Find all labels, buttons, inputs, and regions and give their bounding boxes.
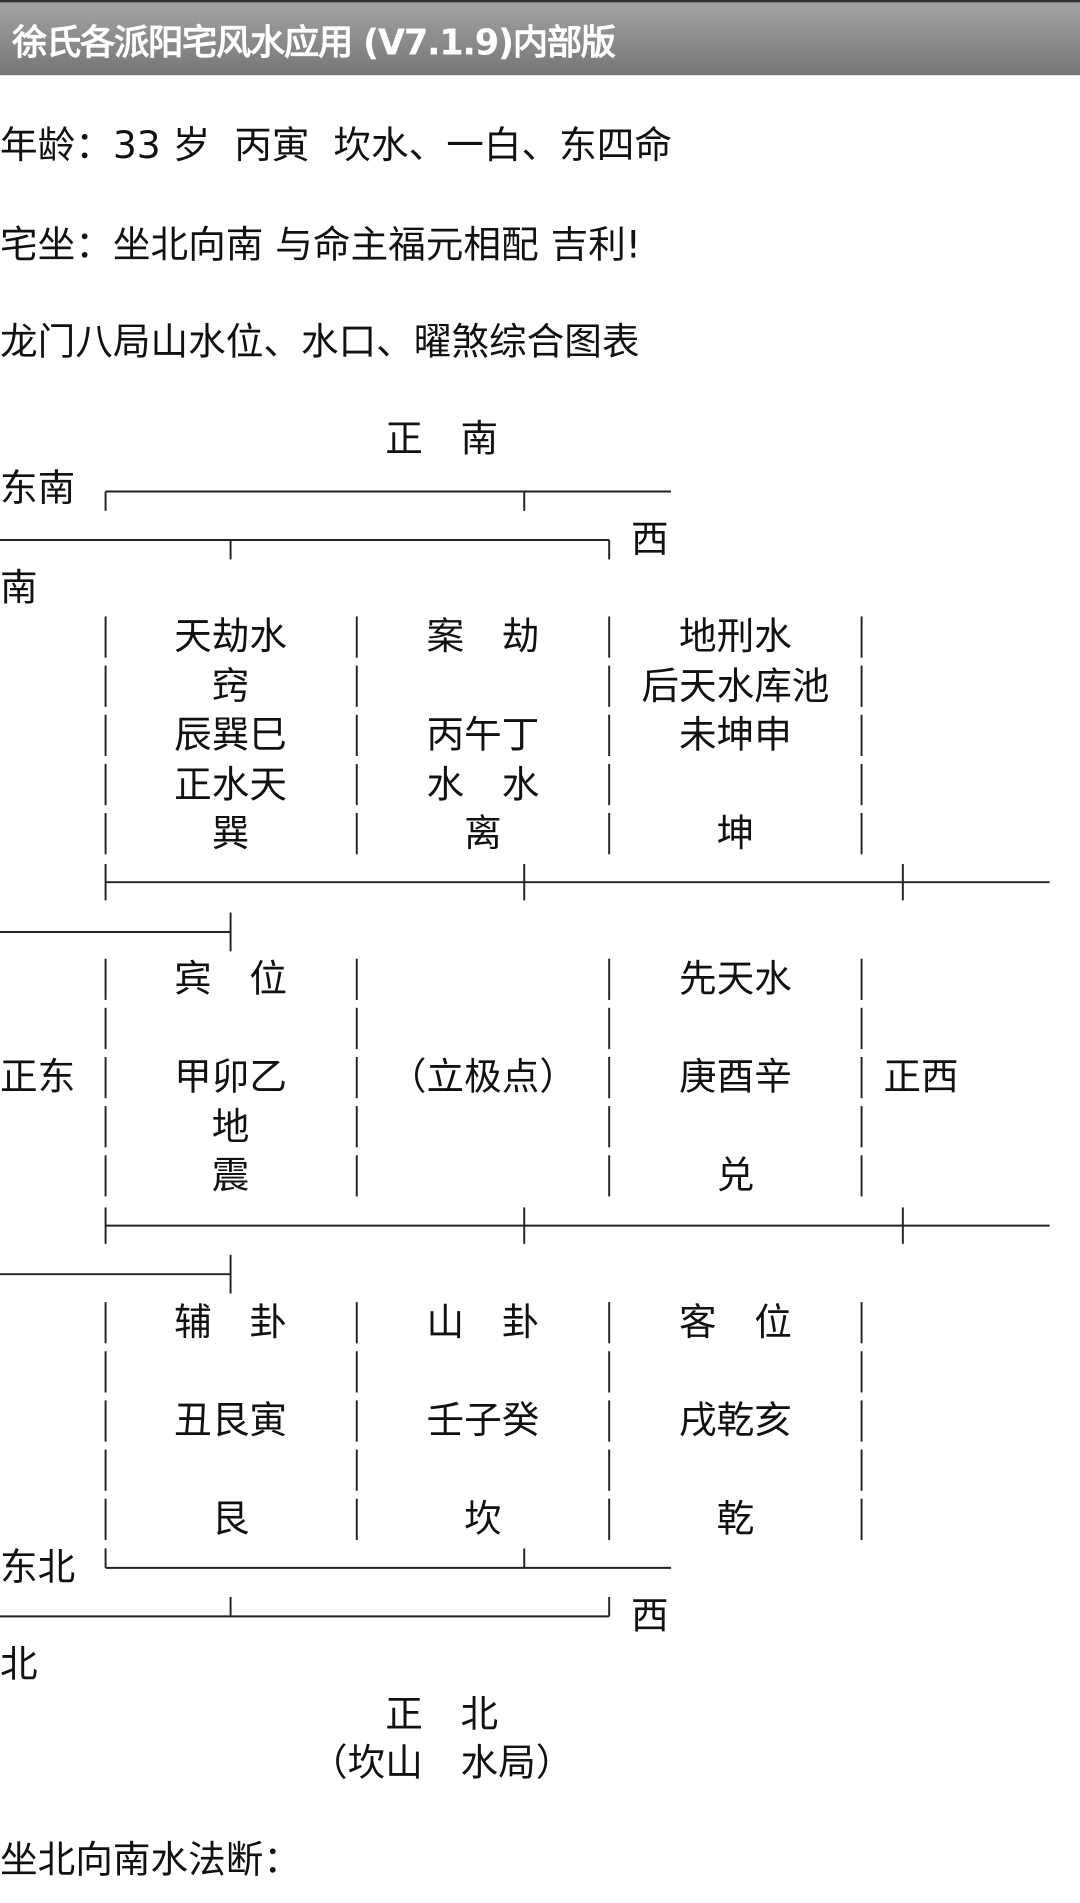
- label-east: 正东: [0, 1055, 76, 1100]
- grid-cell-top: 水 水: [426, 762, 540, 807]
- grid-cell-middle: 先天水: [678, 957, 792, 1002]
- grid-cell-bottom: 山 卦: [426, 1300, 540, 1345]
- grid-cell-bottom: 辅 卦: [174, 1300, 287, 1345]
- grid-cell-bottom: 壬子癸: [426, 1399, 540, 1443]
- grid-cell-middle: 庚酉辛: [678, 1055, 792, 1100]
- label-southeast: 东南: [0, 467, 76, 511]
- grid-cell-middle: （立极点）: [388, 1055, 578, 1100]
- water-method-heading: 坐北向南水法断：: [0, 1838, 301, 1883]
- label-north: 正 北: [385, 1692, 499, 1737]
- grid-cell-middle: 震: [211, 1154, 250, 1198]
- grid-cell-top: 天劫水: [174, 615, 287, 659]
- label-west: 正西: [883, 1055, 959, 1100]
- label-northeast: 东北: [0, 1545, 76, 1590]
- grid-cell-top: 未坤申: [678, 713, 792, 758]
- age-line: 年龄：33 岁 丙寅 坎水、一白、东四命: [0, 123, 672, 168]
- grid-cell-bottom: 坎: [464, 1497, 502, 1542]
- label-northwest-west: 西: [631, 1594, 669, 1639]
- label-southeast-south: 南: [0, 566, 38, 611]
- grid-cell-middle: 地: [211, 1104, 250, 1149]
- label-north-note: （坎山 水局）: [310, 1741, 574, 1786]
- label-south: 正 南: [385, 417, 499, 462]
- grid-cell-top: 窍: [211, 664, 250, 709]
- grid-cell-top: 辰巽巳: [174, 713, 287, 758]
- grid-cell-middle: 兑: [716, 1154, 755, 1198]
- label-northeast-north: 北: [0, 1643, 38, 1687]
- grid-cell-top: 丙午丁: [426, 713, 540, 758]
- grid-cell-bottom: 客 位: [678, 1300, 792, 1345]
- grid-cell-top: 后天水库池: [641, 664, 830, 709]
- chart-title: 龙门八局山水位、水口、曜煞综合图表: [0, 320, 640, 365]
- grid-cell-top: 案 劫: [426, 615, 540, 659]
- grid-cell-top: 坤: [716, 811, 755, 856]
- grid-cell-top: 巽: [211, 811, 250, 856]
- grid-cell-top: 正水天: [174, 762, 287, 807]
- title-bar: 徐氏各派阳宅风水应用 (V7.1.9)内部版: [0, 0, 1080, 76]
- grid-cell-bottom: 戌乾亥: [678, 1399, 792, 1443]
- grid-cell-top: 离: [464, 811, 502, 856]
- label-southwest-west: 西: [631, 518, 669, 562]
- grid-cell-middle: 甲卯乙: [174, 1055, 287, 1100]
- grid-cell-bottom: 乾: [716, 1497, 755, 1542]
- grid-cell-top: 地刑水: [678, 615, 792, 659]
- app-title: 徐氏各派阳宅风水应用 (V7.1.9)内部版: [12, 21, 616, 64]
- house-line: 宅坐：坐北向南 与命主福元相配 吉利!: [0, 223, 641, 267]
- grid-cell-middle: 宾 位: [174, 957, 287, 1002]
- grid-cell-bottom: 丑艮寅: [174, 1399, 287, 1443]
- grid-cell-bottom: 艮: [211, 1497, 250, 1542]
